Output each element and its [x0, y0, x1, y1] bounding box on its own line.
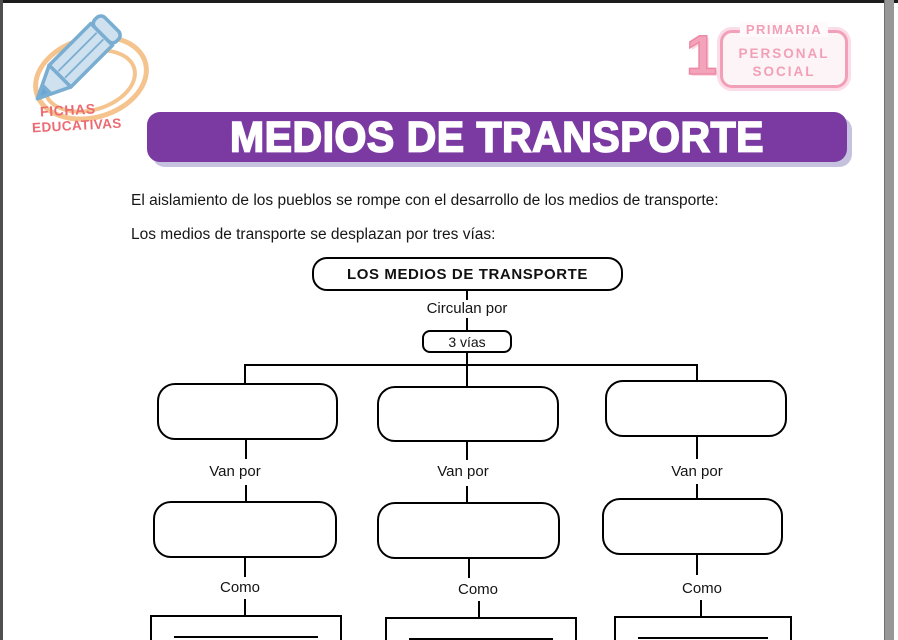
branch-rail — [244, 364, 698, 366]
page-border-right — [884, 0, 894, 640]
subject-label-line2: SOCIAL — [752, 64, 816, 79]
diagram-root-label: LOS MEDIOS DE TRANSPORTE — [346, 265, 589, 283]
grade-badge-frame: PRIMARIA PERSONAL SOCIAL — [720, 22, 848, 88]
drop-col2 — [466, 364, 468, 387]
drop-col1 — [244, 364, 246, 384]
connector-como-3a — [696, 555, 698, 575]
connector-vanpor-1a — [245, 440, 247, 459]
subject-label-line1: PERSONAL — [738, 46, 830, 61]
answer-box-route-2 — [377, 502, 560, 559]
como-label-2: Como — [420, 581, 536, 598]
answer-lines-box-2 — [385, 617, 577, 640]
connector-vanpor-1b — [245, 485, 247, 501]
como-label-3: Como — [644, 580, 760, 597]
write-line-2 — [409, 638, 553, 640]
write-line-3 — [638, 637, 768, 639]
answer-box-via-2 — [377, 386, 559, 442]
intro-paragraph-1: El aislamiento de los pueblos se rompe c… — [131, 192, 719, 209]
connector-como-3b — [700, 600, 702, 617]
page-border-top — [0, 0, 898, 3]
answer-box-route-3 — [602, 498, 783, 555]
pencil-icon — [35, 14, 122, 101]
connector-root-stem — [466, 291, 468, 302]
grade-number: 1 — [685, 22, 718, 87]
drop-col3 — [696, 364, 698, 381]
answer-lines-box-3 — [614, 616, 792, 640]
van-por-label-2: Van por — [405, 463, 521, 480]
connector-vanpor-3a — [696, 437, 698, 459]
page-border-left — [0, 0, 3, 640]
answer-lines-box-1 — [150, 615, 342, 640]
intro-paragraph-2: Los medios de transporte se desplazan po… — [131, 226, 496, 243]
connector-como-1a — [244, 558, 246, 577]
como-label-1: Como — [182, 579, 298, 596]
page-title: MEDIOS DE TRANSPORTE — [229, 112, 764, 162]
grade-level-label: PRIMARIA — [739, 22, 829, 37]
diagram-root-node: LOS MEDIOS DE TRANSPORTE — [312, 257, 623, 291]
answer-box-route-1 — [153, 501, 337, 558]
connector-como-2b — [478, 601, 480, 618]
title-banner: MEDIOS DE TRANSPORTE — [147, 112, 847, 162]
van-por-label-1: Van por — [177, 463, 293, 480]
connector-como-2a — [468, 559, 470, 578]
vias-node: 3 vías — [422, 330, 512, 353]
answer-box-via-3 — [605, 380, 787, 437]
vias-label: 3 vías — [448, 333, 486, 350]
connector-vanpor-3b — [696, 484, 698, 498]
write-line-1 — [174, 636, 318, 638]
connector-como-1b — [244, 599, 246, 616]
brand-name-line2: EDUCATIVAS — [31, 115, 123, 136]
grade-badge: 1 PRIMARIA PERSONAL SOCIAL — [685, 18, 866, 98]
connector-stem-3 — [466, 353, 468, 366]
connector-stem-2 — [466, 318, 468, 331]
connector-vanpor-2a — [466, 442, 468, 460]
connector-vanpor-2b — [466, 486, 468, 502]
answer-box-via-1 — [157, 383, 338, 440]
van-por-label-3: Van por — [639, 463, 755, 480]
circulan-por-label: Circulan por — [409, 300, 525, 317]
fichas-educativas-logo: FICHAS EDUCATIVAS — [10, 8, 170, 143]
